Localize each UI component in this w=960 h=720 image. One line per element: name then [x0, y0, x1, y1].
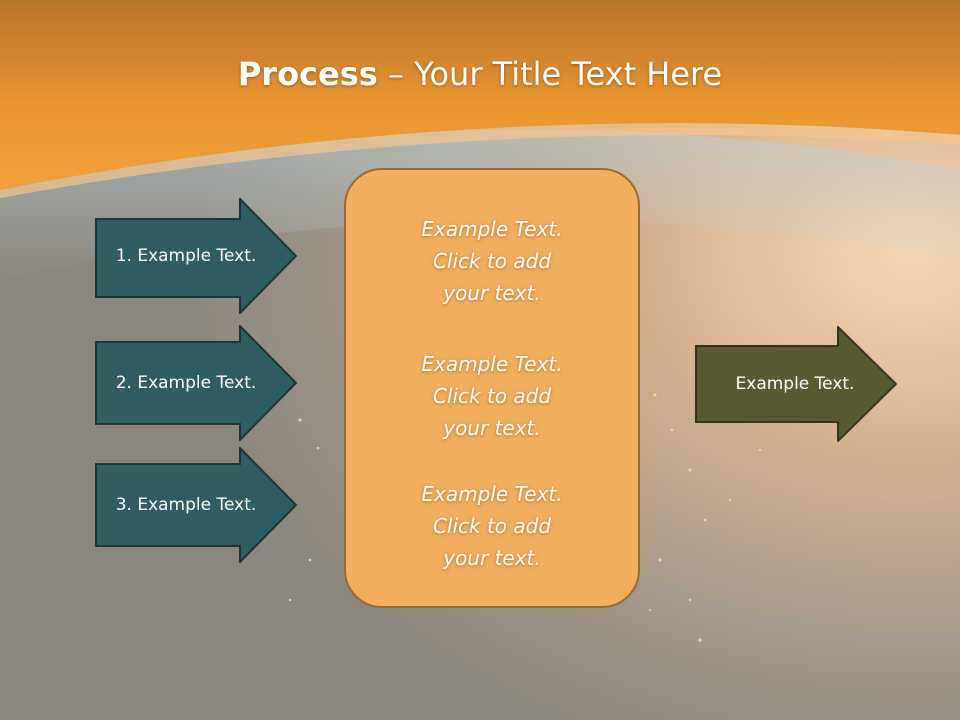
center-paragraph-3: Example Text. Click to add your text. [344, 478, 640, 574]
center-paragraph-2: Example Text. Click to add your text. [344, 348, 640, 444]
arrow-shape-icon [95, 325, 297, 441]
step-arrow-1[interactable]: 1. Example Text. [95, 198, 297, 314]
center-paragraph-1: Example Text. Click to add your text. [344, 213, 640, 309]
title-bold-part: Process [237, 55, 378, 93]
step-arrow-2[interactable]: 2. Example Text. [95, 325, 297, 441]
center-process-box[interactable] [344, 168, 640, 608]
arrow-shape-icon [95, 447, 297, 563]
result-label: Example Text. [735, 374, 855, 394]
paragraph-line: Click to add [432, 384, 552, 408]
arrow-shape-icon [95, 198, 297, 314]
paragraph-line: your text. [443, 281, 541, 305]
paragraph-line: your text. [443, 416, 541, 440]
step-label: 1. Example Text. [115, 246, 257, 266]
paragraph-line: Click to add [432, 249, 552, 273]
result-arrow[interactable]: Example Text. [695, 326, 897, 442]
paragraph-line: Example Text. [421, 482, 563, 506]
paragraph-line: Example Text. [421, 352, 563, 376]
paragraph-line: Click to add [432, 514, 552, 538]
step-label: 3. Example Text. [115, 495, 257, 515]
title-rest-part: – Your Title Text Here [377, 55, 723, 93]
paragraph-line: your text. [443, 546, 541, 570]
paragraph-line: Example Text. [421, 217, 563, 241]
slide-title: Process – Your Title Text Here [0, 52, 960, 96]
step-label: 2. Example Text. [115, 373, 257, 393]
arrow-shape-icon [695, 326, 897, 442]
step-arrow-3[interactable]: 3. Example Text. [95, 447, 297, 563]
